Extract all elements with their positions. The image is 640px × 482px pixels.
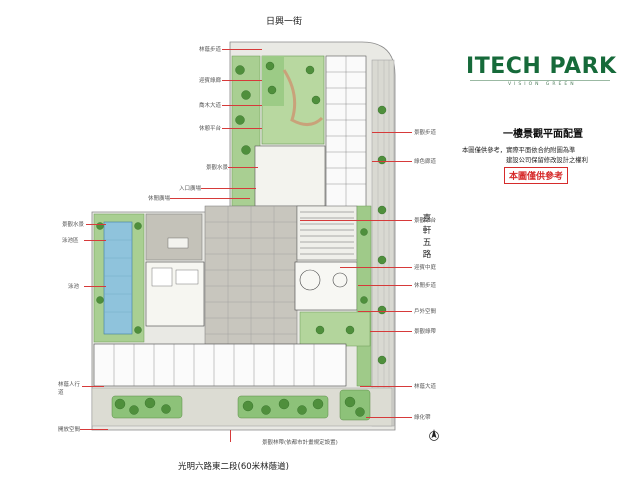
callout-left-4: 休憩平台 (199, 126, 222, 132)
lobby-block (254, 145, 326, 207)
callout-right-1: 景觀步道 (414, 130, 437, 136)
plan-note-line1: 本圖僅供參考，實際平面依合約附圖為準 (462, 147, 576, 154)
brand-logo: ITECH PARK (466, 54, 617, 79)
callout-left-2: 迎賓綠廊 (199, 78, 222, 84)
south-shops (93, 343, 347, 387)
callout-left-8: 景觀水景 (62, 222, 85, 228)
callout-left-10: 泳池 (68, 284, 80, 290)
callout-left-9: 泳池區 (62, 238, 79, 244)
street-label-east: 嘉軒五路 (422, 214, 432, 260)
callout-right-5: 休閒步道 (414, 283, 437, 289)
brand-logo-text: TECH PARK (474, 54, 617, 79)
callout-left-3: 喬木大道 (199, 103, 222, 109)
pool (103, 221, 133, 335)
callout-left-12: 開放空間 (58, 427, 81, 433)
plan-title: 一樓景觀平面配置 (503, 129, 583, 140)
street-label-north: 日興一街 (266, 17, 303, 27)
callout-bottom: 景觀林帶(依都市計畫規定設置) (262, 440, 338, 446)
reference-stamp: 本圖僅供參考 (504, 167, 569, 184)
east-pavilion (294, 261, 358, 311)
north-arrow-icon (429, 429, 439, 441)
callout-left-5: 景觀水景 (206, 165, 229, 171)
callout-left-6: 入口廣場 (179, 186, 202, 192)
brand-tagline: VISION GREEN (508, 82, 577, 87)
callout-right-2: 綠色廊道 (414, 159, 437, 165)
callout-left-1: 林蔭步道 (199, 47, 222, 53)
plan-note-line2: 建設公司保留修改設計之權利 (506, 157, 588, 164)
callout-right-6: 戶外空間 (414, 309, 437, 315)
street-label-south: 光明六路東二段(60米林蔭道) (178, 462, 289, 472)
callout-left-11: 林蔭人行道 (58, 382, 81, 396)
callout-right-3: 景觀平台 (414, 218, 437, 224)
brand-logo-i: I (466, 54, 475, 79)
callout-right-8: 林蔭大道 (414, 384, 437, 390)
callout-right-9: 綠化帶 (414, 415, 431, 421)
callout-left-7: 休閒廣場 (148, 196, 171, 202)
callout-right-4: 迎賓中庭 (414, 265, 437, 271)
ramp (296, 205, 358, 261)
east-road-band (371, 59, 395, 427)
callout-right-7: 景觀綠帶 (414, 329, 437, 335)
